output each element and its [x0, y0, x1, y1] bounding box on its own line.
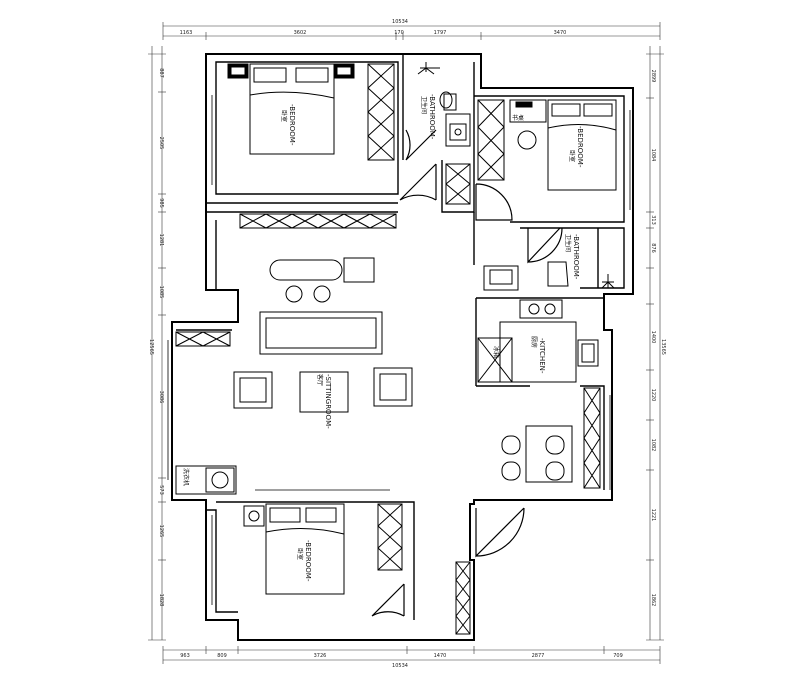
dim-bottom-3: 3726 — [314, 653, 327, 659]
room-label-bathroom-right-cn: 卫生间 — [564, 234, 572, 252]
room-label-bedroom-top-right-cn: 卧室 — [568, 150, 576, 162]
dim-bottom-5: 2877 — [532, 653, 545, 659]
windows — [167, 95, 631, 605]
desk-label: 书桌 — [512, 114, 524, 122]
dim-bottom-4: 1470 — [434, 653, 447, 659]
dim-left-5: 1085 — [158, 286, 164, 299]
doors — [371, 129, 563, 617]
dim-bottom-6: 709 — [613, 653, 623, 659]
dim-right-2: 1084 — [650, 149, 656, 162]
fridge-label: 冰箱 — [492, 346, 500, 358]
dim-bottom-2: 809 — [217, 653, 227, 659]
room-label-bedroom-top-left-cn: 卧室 — [280, 110, 288, 122]
dim-right-8: 1221 — [650, 509, 656, 522]
dim-right-3: 313 — [650, 215, 656, 225]
wardrobes — [175, 63, 601, 635]
dim-right-total: 13565 — [660, 339, 666, 355]
dim-right-7: 1082 — [650, 439, 656, 452]
room-label-bathroom-right: -BATHROOM- — [572, 234, 580, 280]
dim-right-9: 1862 — [650, 594, 656, 607]
dim-left-9: 1828 — [158, 594, 164, 607]
dim-right-4: 876 — [650, 243, 656, 253]
dim-top-4: 1797 — [434, 30, 447, 36]
dim-right-5: 1400 — [650, 331, 656, 344]
room-label-bedroom-bottom-cn: 卧室 — [296, 548, 304, 560]
dim-left-7: 573 — [158, 485, 164, 495]
room-label-bedroom-bottom: -BEDROOM- — [304, 540, 312, 582]
room-label-sitting-room-cn: 客厅 — [316, 374, 324, 386]
room-label-bathroom-top: -BATHROOM- — [428, 94, 436, 140]
walls — [171, 53, 634, 641]
dim-right-6: 1220 — [650, 389, 656, 402]
room-label-bathroom-top-cn: 卫生间 — [420, 96, 428, 114]
room-label-bedroom-top-right: -BEDROOM- — [576, 126, 584, 168]
dim-top-total: 10534 — [392, 19, 408, 25]
room-label-bedroom-top-left: -BEDROOM- — [288, 104, 296, 146]
dim-left-3: 985 — [158, 198, 164, 208]
dim-right-1: 2899 — [650, 70, 656, 83]
washer-label: 洗衣机 — [182, 468, 190, 486]
dim-bottom-total: 10534 — [392, 663, 408, 669]
dim-bottom-1: 963 — [180, 653, 190, 659]
dimension-lines — [148, 22, 664, 664]
dim-left-8: 1265 — [158, 525, 164, 538]
dim-top-5: 3470 — [554, 30, 567, 36]
dim-left-total: 12565 — [148, 339, 154, 355]
dim-left-4: 1281 — [158, 234, 164, 247]
dim-left-2: 2505 — [158, 137, 164, 150]
room-label-kitchen-cn: 厨房 — [530, 336, 538, 348]
furniture — [175, 62, 617, 595]
dim-top-2: 3602 — [294, 30, 307, 36]
room-label-sitting-room: -SITTINGROOM- — [324, 374, 332, 429]
dim-top-1: 1163 — [180, 30, 193, 36]
dim-top-3: 170 — [394, 30, 404, 36]
room-label-kitchen: -KITCHEN- — [538, 338, 546, 374]
dim-left-1: 887 — [158, 68, 164, 78]
dim-left-6: 3086 — [158, 391, 164, 404]
